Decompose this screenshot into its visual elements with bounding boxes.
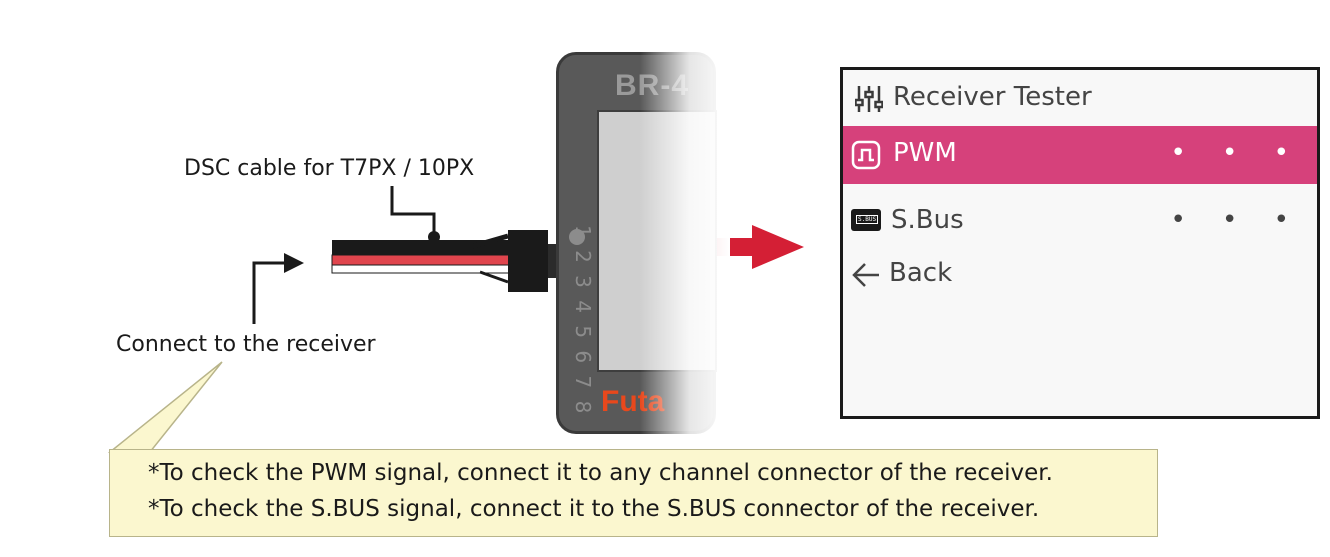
sliders-icon <box>855 86 883 112</box>
cable-leader <box>390 186 436 234</box>
sbus-icon-text: S.BUS <box>856 215 879 224</box>
note-callout: *To check the PWM signal, connect it to … <box>109 449 1158 537</box>
menu-item-pwm-more: • • • <box>1170 138 1303 168</box>
menu-item-sbus[interactable]: S.BUS S.Bus • • • <box>843 195 1317 249</box>
menu-item-pwm[interactable]: PWM • • • <box>843 126 1317 184</box>
back-arrow-icon <box>852 263 879 287</box>
connect-label: Connect to the receiver <box>116 332 376 357</box>
wire-bend-bottom <box>479 270 509 284</box>
menu-item-sbus-label: S.Bus <box>891 205 964 235</box>
red-arrow-head <box>752 225 804 269</box>
receiver-tester-screen: Receiver Tester PWM • • • S.BUS S.Bus • … <box>840 67 1320 419</box>
connect-arrowhead <box>284 253 304 273</box>
cable-label: DSC cable for T7PX / 10PX <box>184 156 475 181</box>
back-button[interactable]: Back <box>843 250 1317 296</box>
device-fade <box>640 40 730 450</box>
menu-item-sbus-more: • • • <box>1170 205 1303 235</box>
note-line-pwm: *To check the PWM signal, connect it to … <box>148 460 1053 486</box>
wire-black-top <box>332 240 512 255</box>
note-line-sbus: *To check the S.BUS signal, connect it t… <box>148 496 1040 522</box>
port-marker-icon <box>569 229 585 245</box>
connector-plug <box>508 230 548 292</box>
wire-bend-top <box>469 233 509 250</box>
cable-leader-dot <box>428 231 440 243</box>
screen-title: Receiver Tester <box>893 82 1092 112</box>
menu-item-pwm-label: PWM <box>893 138 957 168</box>
screen-header: Receiver Tester <box>843 70 1317 126</box>
callout-tail <box>107 361 223 453</box>
sbus-icon: S.BUS <box>851 209 881 231</box>
wire-white <box>331 264 513 274</box>
back-label: Back <box>889 258 953 288</box>
device-port-numbers: 1 2 3 4 5 6 7 8 <box>571 225 595 417</box>
wire-red <box>331 254 513 266</box>
connect-leader <box>252 261 290 324</box>
pwm-icon <box>851 140 881 170</box>
